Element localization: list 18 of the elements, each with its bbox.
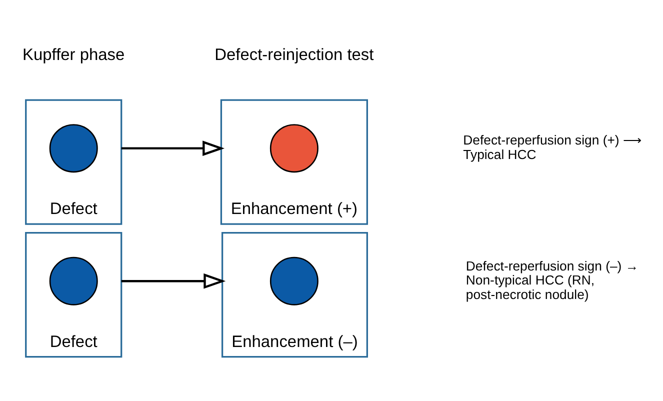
node-label: Enhancement (–) — [232, 332, 358, 350]
node-circle — [270, 256, 318, 305]
label: Defect-reperfusion sign (+) ⟶ Typical HCC — [463, 132, 642, 162]
label: Defect-reinjection test — [214, 45, 374, 64]
node-circle — [49, 124, 98, 172]
node-circle — [49, 256, 98, 305]
cluster — [221, 232, 368, 358]
label: Defect-reperfusion sign (–) → Non-typical HCC (RN, post-necrotic nodule) — [466, 258, 638, 302]
node-label: Enhancement (+) — [230, 200, 358, 218]
node-label: Defect — [50, 200, 98, 218]
cluster — [25, 232, 122, 358]
label: Kupffer phase — [22, 45, 125, 64]
cluster — [25, 98, 122, 224]
arrow — [121, 272, 226, 288]
cluster — [220, 98, 368, 224]
node-circle — [270, 124, 318, 172]
arrow — [121, 140, 225, 156]
node-label: Defect — [50, 332, 98, 350]
